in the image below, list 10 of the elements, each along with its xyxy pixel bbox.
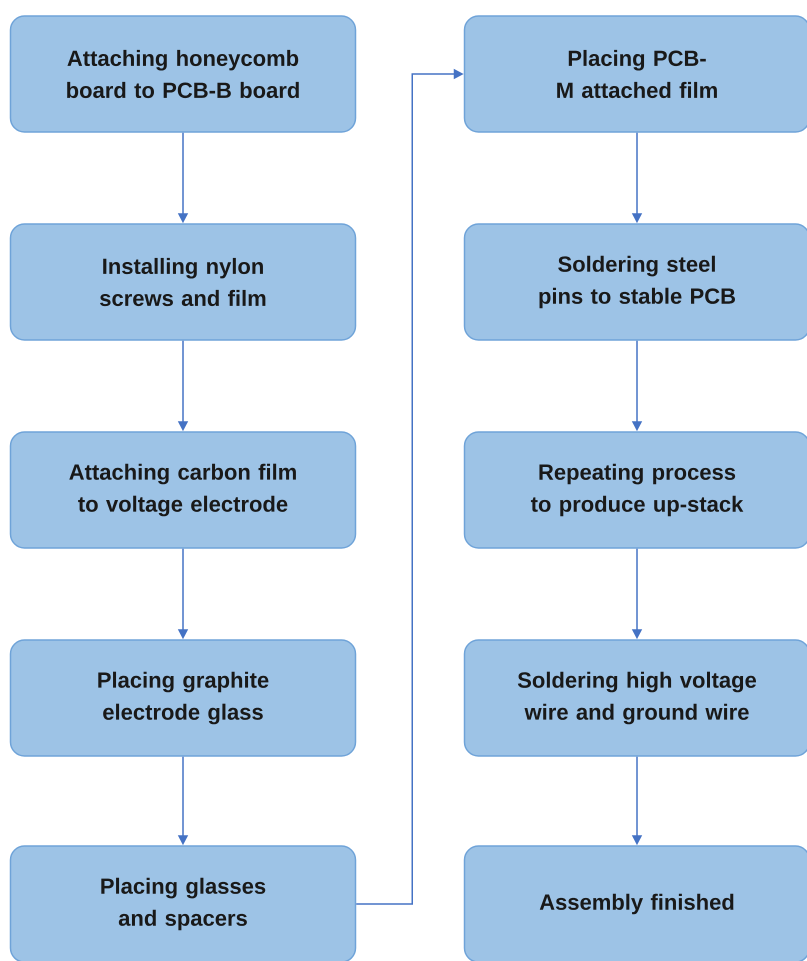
process-box: Attaching carbon film to voltage electrode [10, 431, 356, 549]
process-box: Installing nylon screws and film [10, 223, 356, 341]
process-box: Soldering high voltage wire and ground wire [464, 639, 807, 757]
process-box: Placing PCB-M attached film [464, 15, 807, 133]
process-box: Placing graphite electrode glass [10, 639, 356, 757]
process-box: Soldering steel pins to stable PCB [464, 223, 807, 341]
process-box: Repeating process to produce up-stack [464, 431, 807, 549]
process-box: Placing glasses and spacers [10, 845, 356, 961]
process-box: Assembly finished [464, 845, 807, 961]
process-box: Attaching honeycomb board to PCB-B board [10, 15, 356, 133]
